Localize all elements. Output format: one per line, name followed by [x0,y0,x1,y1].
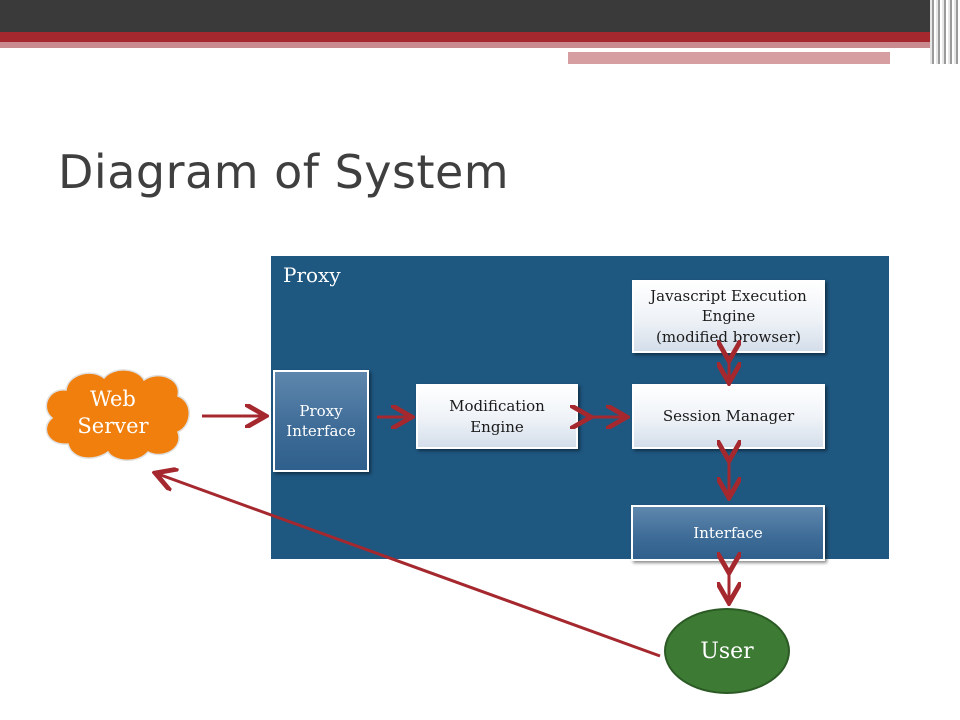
header-red-bar [0,32,960,42]
javascript-engine-label-line1: Javascript Execution [650,287,807,306]
session-manager-node: Session Manager [632,384,825,449]
web-server-node: Web Server [38,386,188,441]
header-light-red-bar [0,42,930,48]
modification-engine-label-line1: Modification [449,397,545,416]
arrow-user-to-webserver [158,474,661,658]
proxy-interface-node: Proxy Interface [273,370,369,472]
header-pink-bar [568,50,890,64]
web-server-label-line2: Server [77,414,149,439]
proxy-container-label: Proxy [283,263,341,287]
header-stripes [930,0,960,64]
javascript-engine-label-line2: Engine [701,307,756,326]
user-node: User [664,608,790,694]
proxy-interface-label-line1: Proxy [299,401,343,420]
user-label: User [700,638,754,664]
session-manager-label: Session Manager [662,407,795,426]
proxy-interface-label-line2: Interface [286,422,356,440]
modification-engine-label-line2: Engine [470,417,524,436]
web-server-cloud-shape [45,369,190,461]
header-dark-bar [0,0,960,32]
header-white-line [568,49,890,52]
slide-title: Diagram of System [58,145,510,199]
web-server-label-line1: Web [90,387,136,411]
interface-label: Interface [693,523,763,542]
javascript-engine-label-line3: (modified browser) [655,327,801,346]
